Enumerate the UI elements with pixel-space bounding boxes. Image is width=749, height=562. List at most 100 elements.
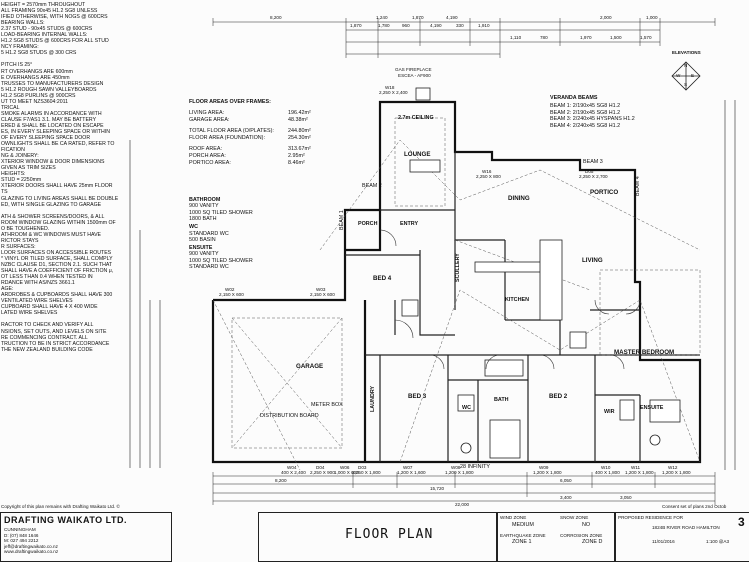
note-line: H1.2 SG8 STUDS @ 600CRS FOR ALL STUD	[1, 38, 109, 45]
earthquake-label: EARTHQUAKE ZONE	[500, 533, 546, 538]
area-label: ROOF AREA:	[189, 146, 222, 152]
fixture-line: 1000 SQ TILED SHOWER	[189, 209, 253, 216]
area-label: TOTAL FLOOR AREA (O/PLATES):	[189, 128, 274, 134]
note-line: O BE TOUGHENED.	[1, 225, 50, 232]
area-value: 313.67m²	[288, 146, 311, 152]
note-line: LOAD-BEARING INTERNAL WALLS:	[1, 32, 88, 39]
corrosion-value: ZONE D	[582, 539, 603, 545]
note-line: ALL FRAMING 90x45 H1.2 SG8 UNLESS	[1, 8, 98, 15]
note-line: ED, WITH SINGLE GLAZING TO GARAGE	[1, 201, 102, 208]
project-label: PROPOSED RESIDENCE FOR	[618, 515, 684, 520]
dimension-label: 2,000	[600, 15, 612, 20]
beam-4-label: BEAM 4	[635, 176, 641, 196]
note-line: SMOKE ALARMS IN ACCORDANCE WITH	[1, 110, 102, 117]
area-label: PORCH AREA:	[189, 153, 226, 159]
note-line: STUD = 2250mm	[1, 177, 42, 184]
note-line: TRUCTION TO BE IN STRICT ACCORDANCE	[1, 340, 110, 347]
window-tag-size: 1,000 X 600	[334, 470, 359, 475]
note-line: ATHROOM & WC WINDOWS MUST HAVE	[1, 231, 101, 238]
window-tag-id: D05	[585, 169, 594, 174]
room-ceiling: 2.7m CEILING	[398, 115, 434, 121]
fixture-line: STANDARD WC	[189, 230, 229, 237]
fixture-line: 1800 BATH	[189, 215, 217, 222]
fixture-title: BATHROOM	[189, 197, 221, 203]
snow-value: NO	[582, 522, 591, 528]
dimension-label: 780	[540, 35, 548, 40]
window-tag-size: 2,250 X 2,700	[579, 174, 608, 179]
south-label: S	[684, 82, 688, 87]
beam-3-label: BEAM 3	[583, 159, 603, 165]
dimension-label: 6,050	[560, 478, 572, 483]
room-portico: PORTICO	[590, 189, 619, 196]
window-tag-size: 2,150 X 600	[219, 292, 244, 297]
window-tag-id: W03	[316, 287, 326, 292]
note-line: HEIGHT = 2570mm THROUGHOUT	[1, 2, 86, 8]
area-label: FLOOR AREA (FOUNDATION):	[189, 135, 265, 141]
elevation-key	[671, 61, 701, 91]
note-line: TS	[1, 189, 8, 196]
company-contact-line: CUNNINGHAM	[4, 527, 36, 532]
fixture-line: STANDARD WC	[189, 264, 229, 270]
room-bed4: BED 4	[373, 275, 392, 282]
window-tag-id: D04	[316, 465, 325, 470]
note-line: RDANCE WITH AS/NZS 3661.1	[1, 280, 75, 287]
window-tag-size: 2,250 X 900	[310, 470, 335, 475]
area-value: 244.80m²	[288, 128, 311, 134]
dimension-label: 1,910	[478, 23, 490, 28]
window-tag-size: 2,150 X 600	[310, 292, 335, 297]
window-tag-size: 2,250 X 1,800	[352, 470, 381, 475]
drawing-title: FLOOR PLAN	[345, 527, 434, 542]
wind-label: WIND ZONE	[500, 515, 527, 520]
consent-text: Consent set of plans 2nd Octob	[662, 504, 727, 509]
area-value: 2.95m²	[288, 153, 305, 159]
beam-2-label: BEAM 2	[362, 183, 382, 189]
dimension-label: 1,970	[580, 35, 592, 40]
note-line: VENTILATED WIRE SHELVES	[1, 298, 73, 305]
company-contact-line: www.draftingwaikato.co.nz	[4, 549, 59, 554]
sheet-number: 3	[738, 515, 745, 529]
note-line: CLAUSE F7/AS1 3.1. MAY BE BATTERY	[1, 116, 97, 123]
note-line: NG & JOINERY:	[1, 153, 39, 160]
room-bed3: BED 3	[408, 393, 427, 400]
veranda-line: BEAM 4: 2/240x45 SG8 H1.2	[550, 122, 621, 129]
room-porch: PORCH	[358, 221, 378, 227]
room-lounge: LOUNGE	[404, 151, 431, 158]
project-address: 1824B RIVER ROAD HAMILTON	[652, 525, 720, 530]
note-line: GIVEN AS TRIM SIZES	[1, 165, 56, 172]
note-line: NCY FRAMING:	[1, 44, 39, 51]
note-line: ROOM WINDOW GLAZING WITHIN 1500mm OF	[1, 219, 116, 226]
fixture-line: 900 VANITY	[189, 203, 219, 210]
room-garage: GARAGE	[296, 363, 324, 370]
note-line: GLAZING TO LIVING AREAS SHALL BE DOUBLE	[1, 195, 119, 202]
company-contact-line: D: (07) 848 1646	[4, 532, 39, 538]
note-line: IFIED OTHERWISE, WITH NOGS @ 600CRS	[1, 14, 108, 21]
dimension-label: 4,190	[446, 15, 458, 20]
dimension-label: 960	[402, 23, 410, 28]
dimension-label: 8,200	[270, 15, 282, 20]
note-line: RICTOR STAYS	[1, 237, 39, 244]
note-line: ARDROBES & CUPBOARDS SHALL HAVE 300	[1, 292, 113, 299]
room-kitchen: KITCHEN	[505, 297, 529, 303]
window-tag-id: W11	[631, 465, 641, 470]
veranda-line: BEAM 3: 2/240x45 HYSPANS H1.2	[550, 116, 635, 122]
note-line: THE NEW ZEALAND BUILDING CODE	[1, 346, 93, 353]
window-tag-id: W06	[340, 465, 350, 470]
fixture-title: WC	[189, 224, 198, 231]
company-contact-line: M: 027 494 2212	[4, 538, 39, 543]
window-tag-size: 1,200 X 1,800	[662, 470, 691, 475]
note-line: NZBC CLAUSE D1, SECTION 2.1. SUCH THAT	[1, 262, 113, 269]
dimension-label: 8,200	[275, 478, 287, 483]
note-line: NSIONS, SET OUTS, AND LEVELS ON SITE	[1, 328, 107, 335]
note-line: CUPBOARD SHALL HAVE 4 X 400 WIDE	[1, 304, 98, 311]
area-value: 8.46m²	[288, 160, 305, 166]
company-contact-line: jeff@draftingwaikato.co.nz	[4, 543, 58, 549]
room-entry: ENTRY	[400, 221, 419, 227]
west-label: W	[676, 73, 681, 78]
fixture-line: 1000 SQ TILED SHOWER	[189, 257, 253, 264]
note-line: LATED WIRE SHELVES	[1, 310, 58, 317]
window-tag-size: 1,200 X 1,800	[533, 470, 562, 475]
note-line: PITCH IS 25°	[1, 62, 33, 69]
room-bed2: BED 2	[549, 393, 568, 400]
window-tag-size: 400 X 2,400	[281, 470, 306, 475]
